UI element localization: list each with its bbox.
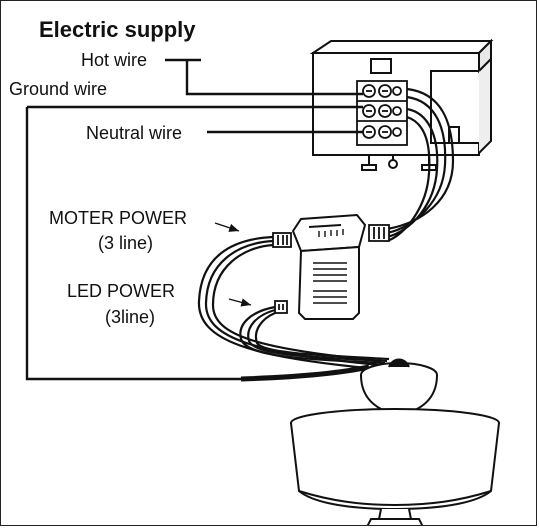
label-led-power-sub: (3line) — [105, 307, 156, 327]
label-led-power: LED POWER — [67, 281, 176, 301]
label-moter-power-sub: (3 line) — [98, 233, 154, 253]
label-arrows — [214, 222, 252, 307]
label-hot-wire: Hot wire — [81, 50, 148, 70]
supply-wires — [386, 87, 455, 243]
leader-lines — [25, 58, 363, 381]
label-neutral-wire: Neutral wire — [86, 123, 183, 143]
title-electric-supply: Electric supply — [39, 17, 196, 42]
receiver-input-connector — [368, 224, 390, 242]
motor-power-connector — [272, 232, 292, 248]
receiver-module — [291, 213, 367, 320]
terminal-block — [356, 80, 408, 146]
motor-housing — [290, 408, 500, 525]
label-ground-wire: Ground wire — [9, 79, 108, 99]
label-moter-power: MOTER POWER — [49, 208, 187, 228]
led-power-connector — [274, 300, 288, 314]
motor-wires — [197, 235, 390, 382]
